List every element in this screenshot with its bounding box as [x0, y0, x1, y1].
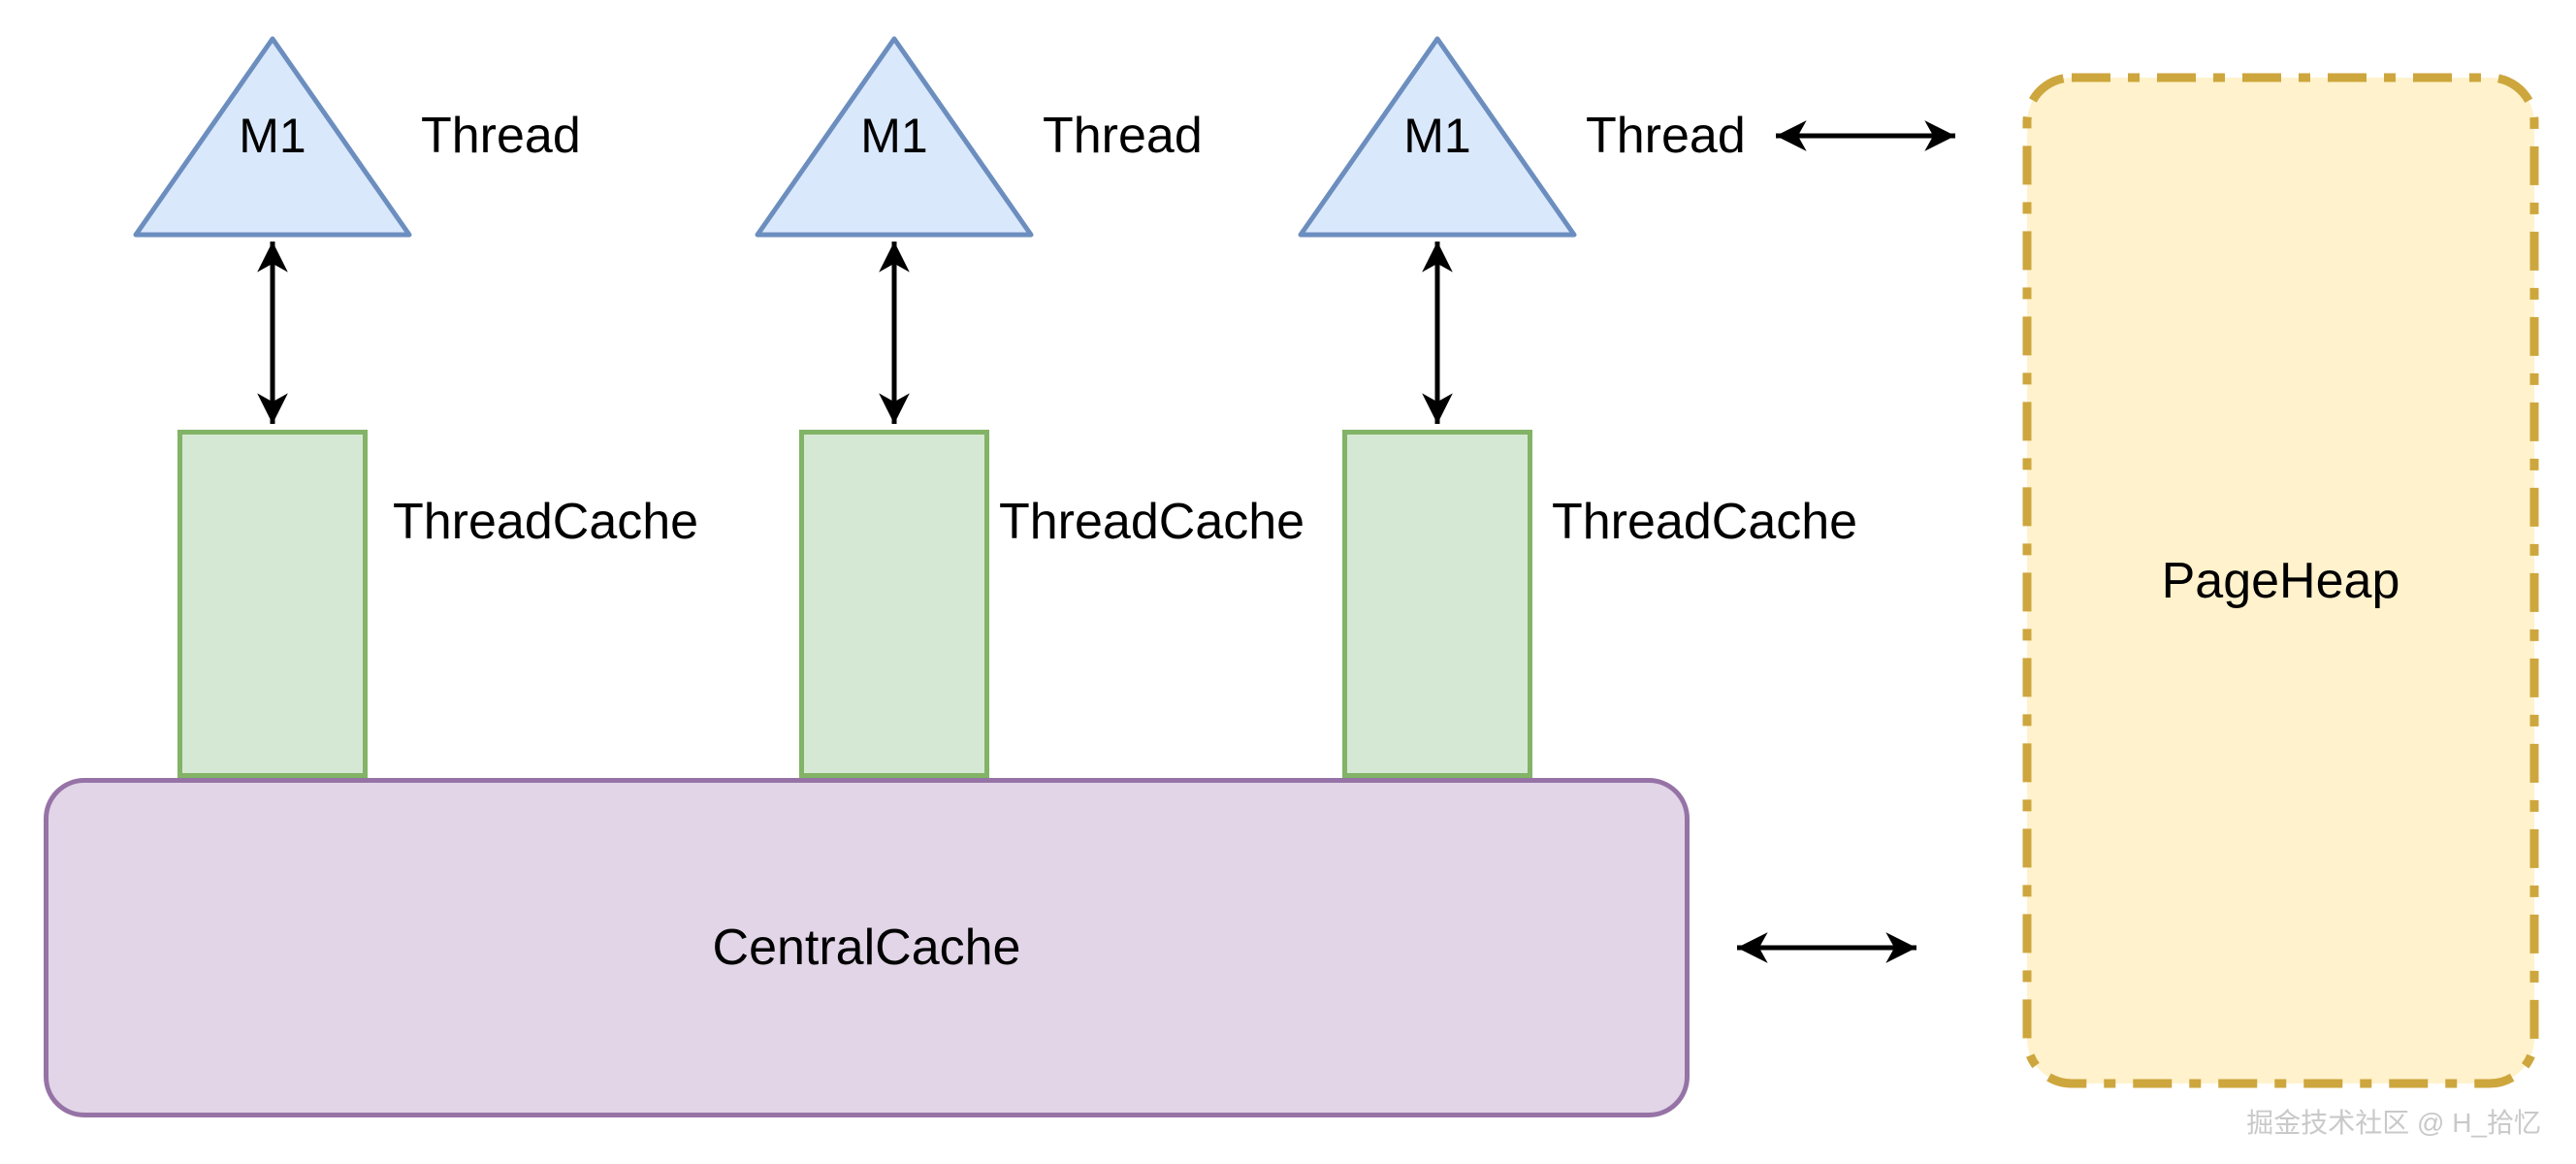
threadcache-label: ThreadCache [999, 494, 1305, 550]
thread-label: Thread [421, 108, 581, 164]
threadcache-label: ThreadCache [393, 494, 699, 550]
thread-triangle-label: M1 [1403, 109, 1471, 163]
thread-triangle [133, 36, 412, 238]
pageheap-box [2022, 73, 2539, 1088]
threadcache-label: ThreadCache [1552, 494, 1858, 550]
thread-triangle-shape [755, 36, 1034, 238]
thread-label: Thread [1043, 108, 1203, 164]
thread-triangle-shape [1298, 36, 1577, 238]
thread-triangle-shape [133, 36, 412, 238]
centralcache-label: CentralCache [712, 920, 1021, 976]
threadcache-rect [1342, 430, 1532, 778]
pageheap-shape [2022, 73, 2539, 1088]
thread-triangle [755, 36, 1034, 238]
thread-triangle-label: M1 [239, 109, 306, 163]
thread-triangle-label: M1 [860, 109, 928, 163]
threadcache-rect [177, 430, 368, 778]
thread-triangle [1298, 36, 1577, 238]
centralcache-box: CentralCache [44, 778, 1690, 1117]
thread-label: Thread [1586, 108, 1746, 164]
watermark: 掘金技术社区 @ H_拾忆 [2246, 1108, 2541, 1138]
threadcache-rect [799, 430, 989, 778]
